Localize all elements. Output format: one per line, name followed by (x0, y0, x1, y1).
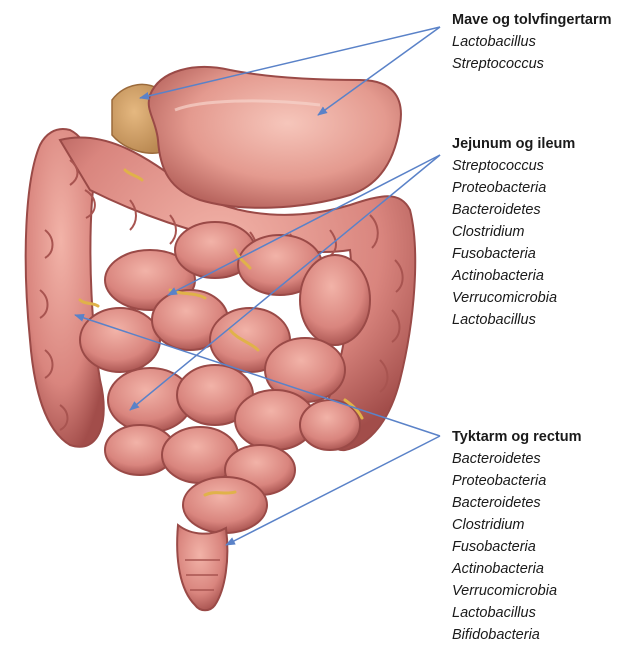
label-group-colon-rectum: Tyktarm og rectum Bacteroidetes Proteoba… (452, 426, 581, 646)
bacteria-item: Bacteroidetes (452, 199, 575, 221)
bacteria-item: Bifidobacteria (452, 624, 581, 646)
bacteria-item: Actinobacteria (452, 265, 575, 287)
bacteria-item: Streptococcus (452, 155, 575, 177)
bacteria-item: Lactobacillus (452, 602, 581, 624)
bacteria-item: Clostridium (452, 221, 575, 243)
stomach-shape (149, 67, 401, 208)
bacteria-item: Fusobacteria (452, 243, 575, 265)
bacteria-item: Verrucomicrobia (452, 580, 581, 602)
bacteria-item: Actinobacteria (452, 558, 581, 580)
label-title-stomach-duodenum: Mave og tolvfingertarm (452, 9, 612, 31)
label-title-colon-rectum: Tyktarm og rectum (452, 426, 581, 448)
label-group-jejunum-ileum: Jejunum og ileum Streptococcus Proteobac… (452, 133, 575, 331)
bacteria-item: Proteobacteria (452, 470, 581, 492)
bacteria-item: Streptococcus (452, 53, 612, 75)
bacteria-item: Lactobacillus (452, 31, 612, 53)
bacteria-item: Clostridium (452, 514, 581, 536)
bacteria-item: Bacteroidetes (452, 448, 581, 470)
bacteria-item: Verrucomicrobia (452, 287, 575, 309)
bacteria-item: Proteobacteria (452, 177, 575, 199)
bacteria-item: Lactobacillus (452, 309, 575, 331)
bacteria-item: Fusobacteria (452, 536, 581, 558)
bacteria-item: Bacteroidetes (452, 492, 581, 514)
label-title-jejunum-ileum: Jejunum og ileum (452, 133, 575, 155)
small-intestine (80, 222, 370, 533)
rectum-shape (177, 525, 227, 610)
label-group-stomach-duodenum: Mave og tolvfingertarm Lactobacillus Str… (452, 9, 612, 75)
